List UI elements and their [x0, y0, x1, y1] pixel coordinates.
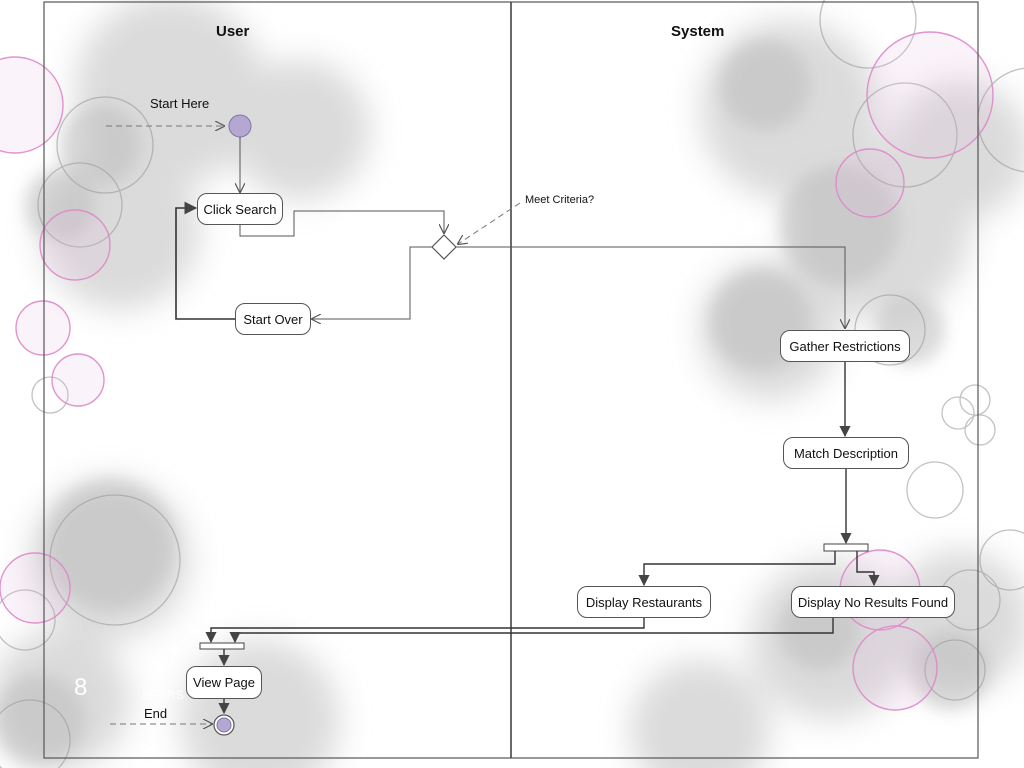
edge-fork-to-display-restaurants — [638, 551, 836, 587]
edge-fork-to-display-no-results — [856, 551, 880, 587]
click-search-node: Click Search — [197, 193, 283, 225]
display-no-results-node: Display No Results Found — [791, 586, 955, 618]
meet-criteria-note-line — [458, 202, 521, 244]
edge-display-restaurants-to-join — [205, 618, 645, 644]
match-description-node: Match Description — [783, 437, 909, 469]
view-page-node: View Page — [186, 666, 262, 699]
edge-decision-to-gather-restrictions — [456, 246, 845, 328]
user-lane-title: User — [216, 23, 250, 40]
slide-number: 8 — [74, 674, 88, 701]
edge-decision-to-start-over — [312, 246, 432, 319]
meet-criteria-label: Meet Criteria? — [525, 194, 595, 206]
fork-bar — [823, 543, 869, 552]
join-bar — [199, 642, 245, 650]
end-label: End — [144, 706, 168, 721]
edge-display-no-results-to-join — [229, 618, 834, 644]
final-node-core — [216, 717, 232, 733]
system-lane-title: System — [671, 23, 725, 40]
footer-text: SPARS — [142, 688, 185, 702]
decision-diamond — [431, 234, 457, 260]
edge-click-search-to-decision — [239, 210, 444, 237]
start-here-label: Start Here — [150, 96, 210, 111]
initial-node — [228, 114, 252, 138]
start-over-node: Start Over — [235, 303, 311, 335]
gather-restrictions-node: Gather Restrictions — [780, 330, 910, 362]
edge-start-over-to-click-search — [175, 201, 236, 320]
display-restaurants-node: Display Restaurants — [577, 586, 711, 618]
